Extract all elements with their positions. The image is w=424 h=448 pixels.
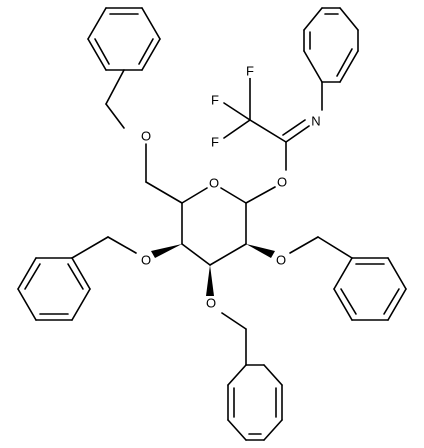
bond-cimidoyl-ccf3 xyxy=(249,119,287,143)
svg-text:O: O xyxy=(277,175,287,190)
atom-label-f-bottom: F xyxy=(208,135,222,150)
wedge-c4-o4 xyxy=(151,244,182,258)
atom-label-o-c4: O xyxy=(139,253,153,268)
bond-c5-o5 xyxy=(181,187,208,204)
wedge-c3-o3 xyxy=(206,265,214,296)
svg-text:O: O xyxy=(141,129,151,144)
phenyl-ring-c6 xyxy=(87,7,161,71)
pyranose-ring xyxy=(181,187,247,266)
svg-text:O: O xyxy=(141,253,151,268)
bond-c1-oanomeric xyxy=(245,186,276,204)
atom-label-o-ring: O xyxy=(207,176,221,191)
svg-text:O: O xyxy=(209,176,219,191)
atom-label-o-c3: O xyxy=(204,296,218,311)
svg-text:F: F xyxy=(211,135,219,150)
atom-label-o-c6: O xyxy=(139,129,153,144)
bond-ch2-o-c6 xyxy=(105,103,125,129)
bond-ch2-c5 xyxy=(145,181,183,204)
bond-o3-ch2 xyxy=(221,312,247,330)
atom-label-n-imine: N xyxy=(309,114,323,129)
svg-text:N: N xyxy=(311,114,320,129)
bond-ch2-phenyl-c4 xyxy=(71,236,109,259)
atom-label-o-anomeric: O xyxy=(275,175,289,190)
bond-o2-ch2 xyxy=(289,236,319,254)
phenyl-ring-n xyxy=(303,7,359,83)
phenyl-ring-c4 xyxy=(17,257,91,321)
phenyl-ring-c2 xyxy=(333,257,407,321)
bond-c2-c3 xyxy=(209,243,247,266)
bond-o4-ch2 xyxy=(107,236,137,254)
svg-text:F: F xyxy=(211,93,219,108)
svg-text:O: O xyxy=(206,296,216,311)
double-bond-c-n xyxy=(282,119,310,143)
trifluoromethyl-group xyxy=(223,77,251,139)
atom-label-o-c2: O xyxy=(274,253,288,268)
svg-text:F: F xyxy=(246,64,254,79)
bond-c3-c4 xyxy=(181,243,211,266)
phenyl-ring-c3 xyxy=(227,364,283,441)
svg-text:O: O xyxy=(276,253,286,268)
bond-o5-c1 xyxy=(220,187,247,204)
wedge-c2-o2 xyxy=(246,244,275,258)
bond-ring-ch2-c6 xyxy=(105,69,125,105)
bond-ch2-phenyl-c2 xyxy=(317,236,353,259)
atom-label-f-middle: F xyxy=(208,93,222,108)
atom-label-f-top: F xyxy=(243,64,257,79)
benzyl-group-c6 xyxy=(87,7,161,129)
